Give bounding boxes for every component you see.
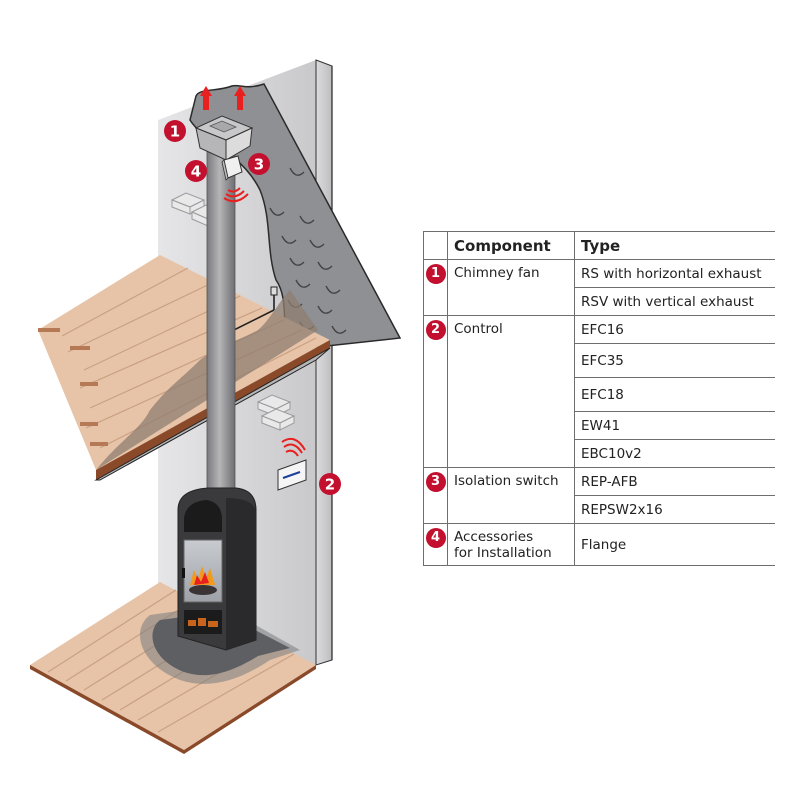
badge-cell: 4 bbox=[423, 523, 448, 566]
wireless-signal-icon bbox=[223, 187, 249, 203]
header-type: Type bbox=[574, 231, 775, 260]
table-row: 1 Chimney fan RS with horizontal exhaust bbox=[423, 259, 775, 316]
type-cell: REPSW2x16 bbox=[574, 495, 775, 524]
brick-icon bbox=[170, 192, 296, 431]
component-cell: Chimney fan bbox=[447, 259, 575, 316]
callout-badge-3: 3 bbox=[248, 153, 270, 175]
type-cell: Flange bbox=[574, 523, 775, 566]
header-component: Component bbox=[447, 231, 575, 260]
svg-text:2: 2 bbox=[325, 476, 335, 494]
table-row: 4 Accessories for Installation Flange bbox=[423, 523, 775, 566]
wood-stove bbox=[177, 487, 257, 651]
chimney-fan bbox=[194, 115, 254, 161]
exhaust-arrow-icon bbox=[200, 86, 246, 110]
component-line: for Installation bbox=[454, 545, 552, 561]
table-header-row: Component Type bbox=[423, 231, 775, 260]
table-row: EW41 bbox=[424, 411, 775, 440]
component-cell: Isolation switch bbox=[447, 467, 575, 524]
callout-badge-2: 2 bbox=[319, 473, 341, 495]
type-cell: EFC35 bbox=[574, 343, 775, 378]
type-cell: EW41 bbox=[574, 411, 775, 440]
chimney-pipe bbox=[206, 140, 236, 500]
table-row: REPSW2x16 bbox=[424, 495, 775, 524]
control-panel bbox=[277, 459, 307, 491]
table-row: EFC35 bbox=[424, 343, 775, 378]
component-line: Accessories bbox=[454, 529, 534, 545]
svg-text:1: 1 bbox=[170, 123, 180, 141]
type-cell: RSV with vertical exhaust bbox=[574, 287, 775, 316]
callout-badge-4: 4 bbox=[185, 160, 207, 182]
number-badge: 1 bbox=[425, 264, 446, 284]
type-cell: EFC18 bbox=[574, 377, 775, 412]
type-cell: RS with horizontal exhaust bbox=[574, 259, 775, 288]
component-cell: Accessories for Installation bbox=[447, 523, 575, 566]
type-cell: EBC10v2 bbox=[574, 439, 775, 468]
fire-icon bbox=[189, 566, 217, 595]
components-table: Component Type 1 Chimney fan RS with hor… bbox=[423, 231, 775, 566]
type-cell: EFC16 bbox=[574, 315, 775, 344]
callout-badge-1: 1 bbox=[164, 120, 186, 142]
svg-text:3: 3 bbox=[254, 156, 264, 174]
number-badge: 3 bbox=[425, 472, 446, 492]
table-row: RSV with vertical exhaust bbox=[424, 287, 775, 316]
component-cell: Control bbox=[447, 315, 575, 468]
badge-cell: 2 bbox=[423, 315, 448, 468]
wireless-signal-icon bbox=[281, 437, 306, 457]
type-cell: REP-AFB bbox=[574, 467, 775, 496]
isolation-switch bbox=[221, 155, 243, 181]
badge-cell: 1 bbox=[423, 259, 448, 316]
header-badge bbox=[423, 231, 448, 260]
firewood-icon bbox=[188, 618, 218, 627]
number-badge: 4 bbox=[425, 528, 446, 548]
table-row: 2 Control EFC16 bbox=[423, 315, 775, 468]
badge-cell: 3 bbox=[423, 467, 448, 524]
svg-text:4: 4 bbox=[191, 163, 201, 181]
table-row: 3 Isolation switch REP-AFB bbox=[423, 467, 775, 524]
number-badge: 2 bbox=[425, 320, 446, 340]
